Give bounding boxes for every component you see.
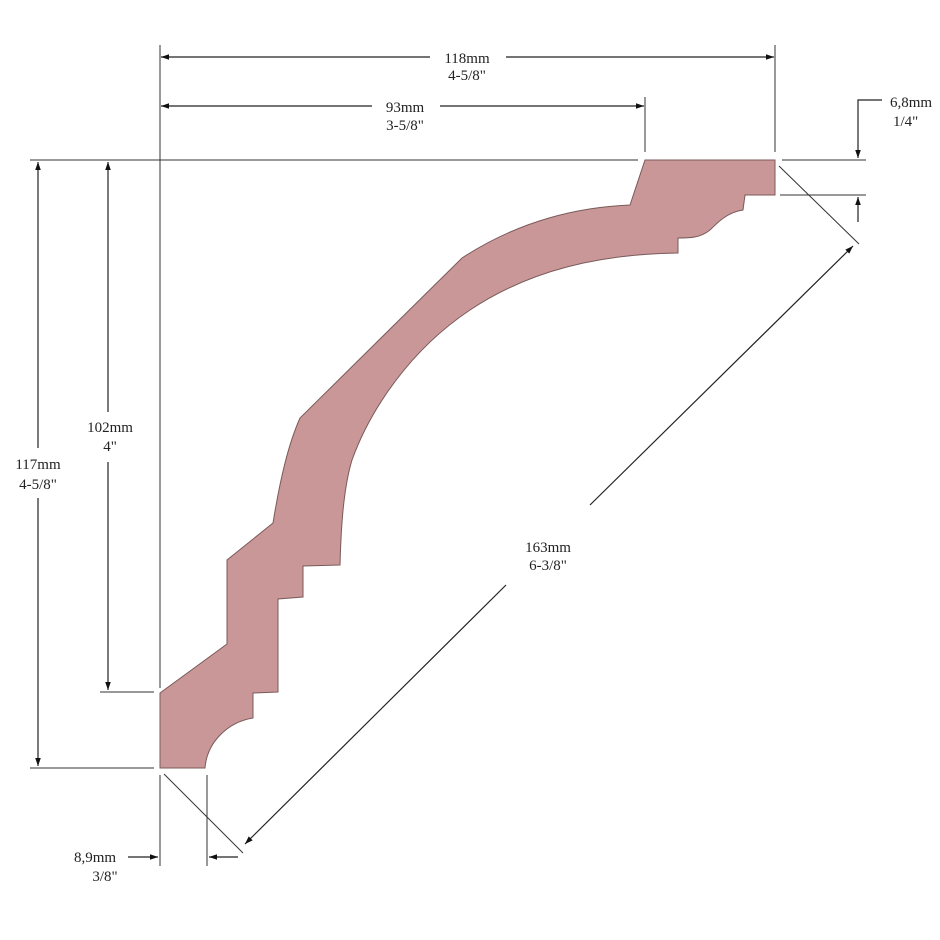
dimension-wall-height: 102mm 4"	[87, 162, 133, 690]
dim-label-imperial: 6-3/8"	[529, 558, 567, 574]
dim-label-metric: 93mm	[386, 100, 425, 116]
dim-label-imperial: 1/4"	[893, 114, 918, 130]
dim-label-imperial: 4"	[103, 439, 117, 455]
dim-label-imperial: 3/8"	[92, 869, 117, 885]
dimension-bottom-thickness: 8,9mm 3/8"	[74, 850, 238, 885]
dim-label-metric: 117mm	[15, 457, 61, 473]
dim-label-metric: 6,8mm	[890, 95, 932, 111]
dim-label-imperial: 4-5/8"	[19, 477, 57, 493]
dim-label-imperial: 3-5/8"	[386, 118, 424, 134]
dimension-overall-width: 118mm 4-5/8"	[161, 51, 774, 84]
dim-label-metric: 118mm	[444, 51, 490, 67]
dim-label-metric: 163mm	[525, 540, 571, 556]
dim-label-metric: 8,9mm	[74, 850, 116, 866]
dimension-face-length: 163mm 6-3/8"	[244, 245, 854, 845]
molding-profile	[159, 159, 776, 769]
dim-label-metric: 102mm	[87, 420, 133, 436]
dim-label-imperial: 4-5/8"	[448, 68, 486, 84]
dimension-overall-height: 117mm 4-5/8"	[15, 162, 61, 766]
dimension-top-offset: 93mm 3-5/8"	[161, 100, 644, 134]
dimension-top-thickness: 6,8mm 1/4"	[855, 95, 932, 222]
extension-lines	[30, 45, 866, 866]
